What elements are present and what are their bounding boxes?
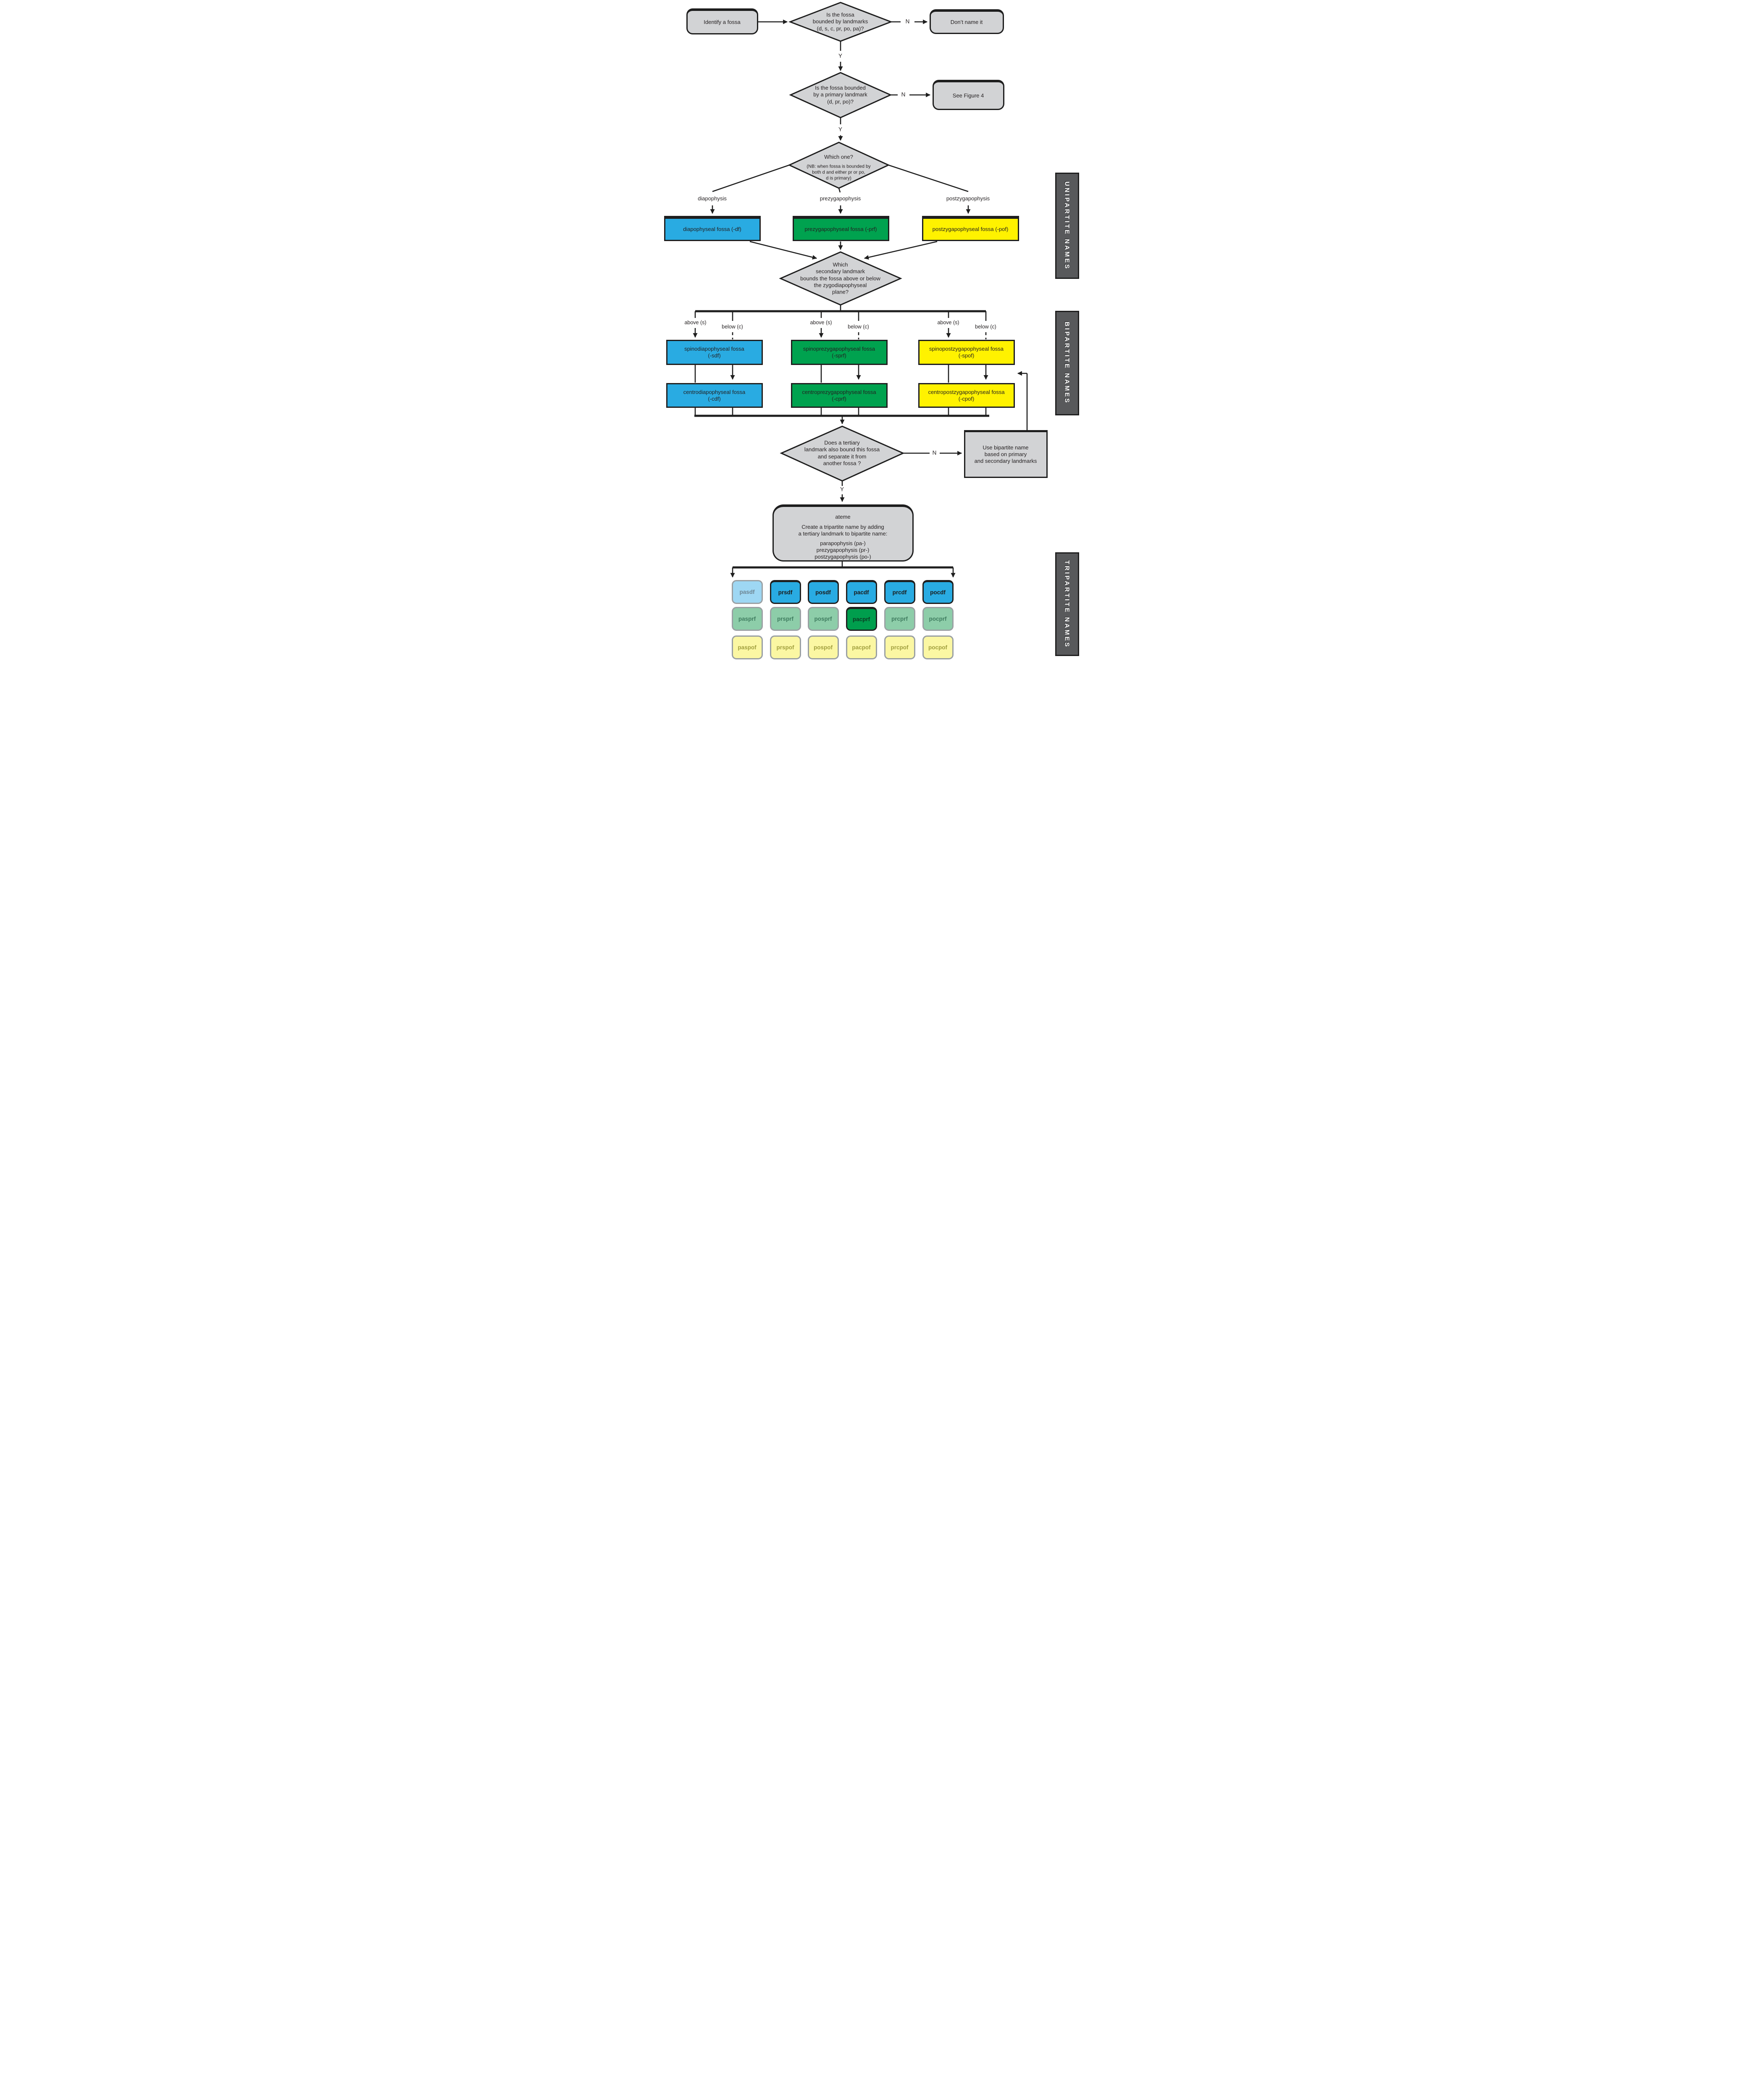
box-cdf-label: centrodiapophyseal fossa (-cdf) <box>683 388 746 402</box>
chip-paspof: paspof <box>731 635 763 659</box>
chip-posprf: posprf <box>807 607 839 631</box>
chip-prsdf: prsdf <box>770 580 801 604</box>
chip-pasdf-label: pasdf <box>739 589 755 595</box>
sidebar-tripartite-label: TRIPARTITE NAMES <box>1063 560 1071 648</box>
edge-no-2: N <box>900 92 907 98</box>
chip-pacprf-label: pacprf <box>852 616 870 622</box>
chip-pocdf-label: pocdf <box>930 589 946 596</box>
edge-no-3: N <box>931 450 938 457</box>
sidebar-bipartite-label: BIPARTITE NAMES <box>1063 322 1071 404</box>
chip-pocprf-label: pocprf <box>929 616 947 622</box>
box-diapophyseal-fossa: diapophyseal fossa (-df) <box>664 216 761 241</box>
chip-prsprf-label: prsprf <box>777 616 793 622</box>
start-identify-fossa: Identify a fossa <box>686 8 758 34</box>
box-use-bipartite-name: Use bipartite name based on primary and … <box>964 430 1048 478</box>
chip-pocprf: pocprf <box>922 607 954 631</box>
chip-pacpof: pacpof <box>846 635 877 659</box>
box-spinoprezygapophyseal-fossa: spinoprezygapophyseal fossa (-sprf) <box>791 340 888 365</box>
tripartite-intro: Create a tripartite name by adding a ter… <box>798 523 888 537</box>
chip-posdf-label: posdf <box>815 589 831 596</box>
dont-name-label: Don’t name it <box>950 19 983 26</box>
sidebar-unipartite-label: UNIPARTITE NAMES <box>1063 181 1071 270</box>
chip-pocdf: pocdf <box>922 580 954 604</box>
chip-prspof: prspof <box>770 635 801 659</box>
see-figure-label: See Figure 4 <box>952 92 984 99</box>
box-spof-label: spinopostzygapophyseal fossa (-spof) <box>929 346 1004 359</box>
chip-prcprf-label: prcprf <box>891 616 908 622</box>
chip-prcprf: prcprf <box>884 607 915 631</box>
box-sdf-label: spinodiapophyseal fossa (-sdf) <box>684 346 744 359</box>
box-sprf-label: spinoprezygapophyseal fossa (-sprf) <box>803 346 875 359</box>
sidebar-unipartite-names: UNIPARTITE NAMES <box>1055 173 1079 279</box>
chip-prcpof: prcpof <box>884 635 915 659</box>
chip-pacdf: pacdf <box>846 580 877 604</box>
decision-tertiary-landmark-shape <box>779 425 905 482</box>
use-bipartite-label: Use bipartite name based on primary and … <box>974 444 1037 464</box>
decision-which-one-shape <box>787 142 890 189</box>
box-cprf-label: centroprezygapophyseal fossa (-cprf) <box>802 388 876 402</box>
chip-pasdf: pasdf <box>731 580 763 604</box>
connector-layer <box>693 2 1027 578</box>
decision-secondary-landmark-text: Which secondary landmark bounds the foss… <box>800 261 880 295</box>
chip-prcdf-label: prcdf <box>892 589 907 596</box>
box-postzygapophyseal-fossa-label: postzygapophyseal fossa (-pof) <box>932 226 1009 233</box>
decision-secondary-landmark-shape <box>778 251 902 306</box>
box-spinopostzygapophyseal-fossa: spinopostzygapophyseal fossa (-spof) <box>918 340 1015 365</box>
label-below-c-right: below (c) <box>974 324 998 330</box>
box-prezygapophyseal-fossa: prezygapophyseal fossa (-prf) <box>792 216 889 241</box>
flowchart-fossa-naming: Identify a fossa Don’t name it See Figur… <box>662 0 1080 662</box>
box-centropostzygapophyseal-fossa: centropostzygapophyseal fossa (-cpof) <box>918 383 1015 408</box>
label-postzygapophysis: postzygapophysis <box>945 195 991 202</box>
chip-posprf-label: posprf <box>814 616 832 622</box>
label-prezygapophysis: prezygapophysis <box>818 195 862 202</box>
decision-bounded-by-landmarks-shape <box>788 2 893 42</box>
box-centrodiapophyseal-fossa: centrodiapophyseal fossa (-cdf) <box>666 383 763 408</box>
edge-yes-2: Y <box>837 126 844 133</box>
chip-pasprf-label: pasprf <box>738 616 756 622</box>
label-diapophysis: diapophysis <box>696 195 728 202</box>
box-spinodiapophyseal-fossa: spinodiapophyseal fossa (-sdf) <box>666 340 763 365</box>
edge-yes-1: Y <box>837 53 844 60</box>
decision-which-one-note: (NB: when fossa is bounded by both d and… <box>807 164 871 181</box>
chip-prcpof-label: prcpof <box>891 644 909 651</box>
terminal-see-figure-4: See Figure 4 <box>932 80 1004 110</box>
decision-primary-landmark-shape <box>788 72 892 118</box>
chip-pasprf: pasprf <box>731 607 763 631</box>
terminal-dont-name-it: Don’t name it <box>929 9 1004 34</box>
chip-prsprf: prsprf <box>770 607 801 631</box>
sidebar-tripartite-names: TRIPARTITE NAMES <box>1055 552 1079 656</box>
label-above-s-mid: above (s) <box>809 320 833 326</box>
chip-pacprf: pacprf <box>846 607 877 631</box>
tripartite-options: parapophysis (pa-) prezygapophysis (pr-)… <box>815 540 871 560</box>
chip-prsdf-label: prsdf <box>778 589 793 596</box>
edge-no-1: N <box>904 18 911 25</box>
box-centroprezygapophyseal-fossa: centroprezygapophyseal fossa (-cprf) <box>791 383 888 408</box>
chip-pospof: pospof <box>807 635 839 659</box>
label-above-s-left: above (s) <box>683 320 708 326</box>
decision-primary-landmark-text: Is the fossa bounded by a primary landma… <box>813 84 867 105</box>
chip-prspof-label: prspof <box>776 644 794 651</box>
decision-tertiary-landmark-text: Does a tertiary landmark also bound this… <box>804 439 880 467</box>
chip-pospof-label: pospof <box>814 644 833 651</box>
label-below-c-left: below (c) <box>720 324 744 330</box>
box-prezygapophyseal-fossa-label: prezygapophyseal fossa (-prf) <box>804 226 877 233</box>
box-postzygapophyseal-fossa: postzygapophyseal fossa (-pof) <box>922 216 1019 241</box>
decision-bounded-by-landmarks-text: Is the fossa bounded by landmarks (d, s,… <box>812 11 868 32</box>
chip-posdf: posdf <box>807 580 839 604</box>
chip-pocpof-label: pocpof <box>928 644 947 651</box>
box-diapophyseal-fossa-label: diapophyseal fossa (-df) <box>683 226 741 233</box>
chip-pacdf-label: pacdf <box>854 589 869 596</box>
chip-paspof-label: paspof <box>738 644 757 651</box>
box-create-tripartite-name: ateme Create a tripartite name by adding… <box>772 504 914 562</box>
label-below-c-mid: below (c) <box>846 324 870 330</box>
box-cpof-label: centropostzygapophyseal fossa (-cpof) <box>928 388 1005 402</box>
edge-yes-3: Y <box>838 486 846 493</box>
chip-pocpof: pocpof <box>922 635 954 659</box>
label-above-s-right: above (s) <box>936 320 961 326</box>
sidebar-bipartite-names: BIPARTITE NAMES <box>1055 311 1079 415</box>
chip-prcdf: prcdf <box>884 580 915 604</box>
decision-which-one-title: Which one? <box>824 153 853 160</box>
chip-pacpof-label: pacpof <box>852 644 871 651</box>
start-identify-label: Identify a fossa <box>704 18 741 25</box>
